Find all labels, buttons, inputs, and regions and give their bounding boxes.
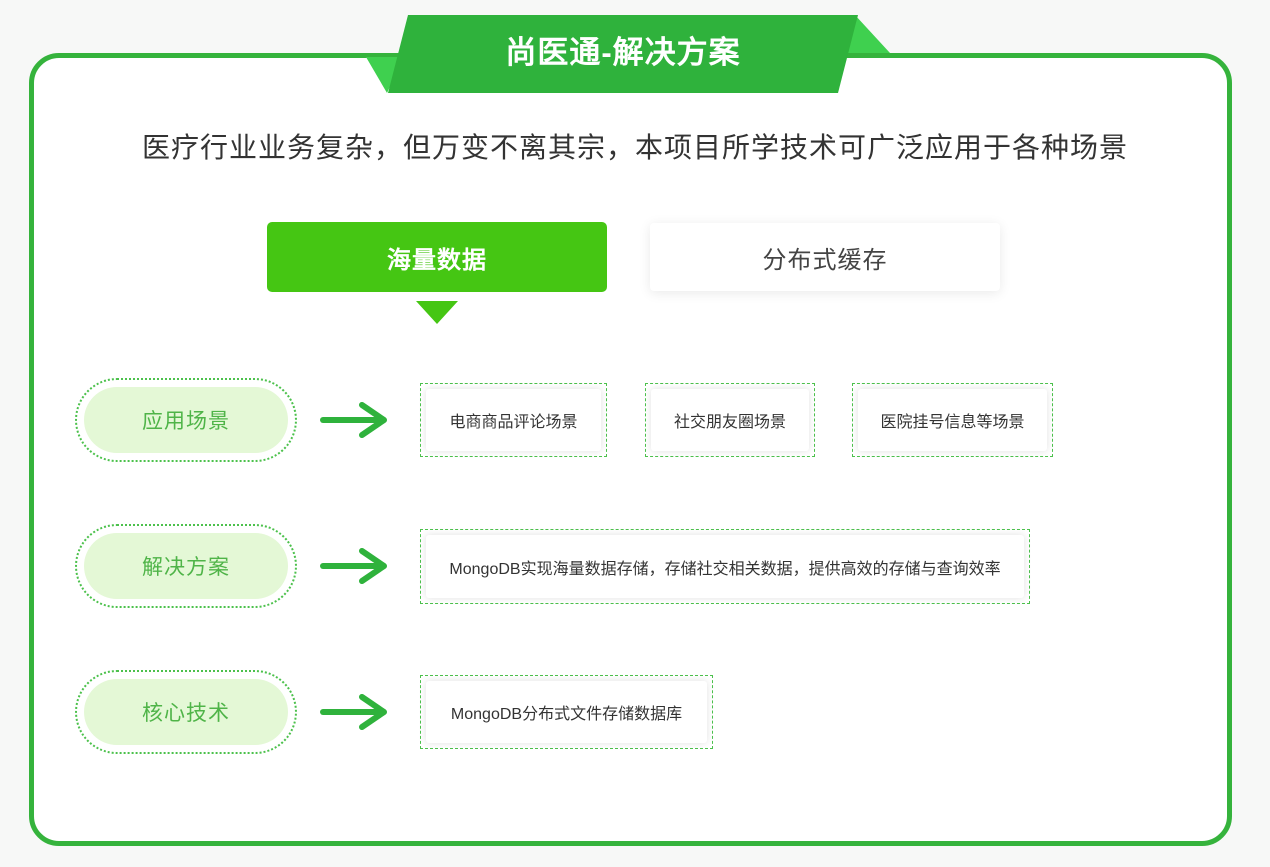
core-tech-box-mongodb: MongoDB分布式文件存储数据库 bbox=[420, 675, 713, 749]
scenario-box-label: 社交朋友圈场景 bbox=[651, 389, 809, 451]
pill-application-scenarios: 应用场景 bbox=[75, 378, 297, 462]
page-title: 尚医通-解决方案 bbox=[505, 34, 741, 70]
pill-core-technology: 核心技术 bbox=[75, 670, 297, 754]
tab-massive-data[interactable]: 海量数据 bbox=[267, 222, 607, 292]
pill-label: 应用场景 bbox=[84, 387, 288, 453]
intro-text: 医疗行业业务复杂，但万变不离其宗，本项目所学技术可广泛应用于各种场景 bbox=[141, 132, 1128, 163]
pill-label: 核心技术 bbox=[84, 679, 288, 745]
arrow-right-icon bbox=[320, 402, 387, 438]
solution-box-mongodb-storage: MongoDB实现海量数据存储，存储社交相关数据，提供高效的存储与查询效率 bbox=[420, 529, 1030, 604]
arrow-right-icon bbox=[320, 694, 387, 730]
solution-box-label: MongoDB实现海量数据存储，存储社交相关数据，提供高效的存储与查询效率 bbox=[426, 535, 1024, 598]
active-tab-pointer-icon bbox=[416, 301, 458, 324]
scenario-box-label: 医院挂号信息等场景 bbox=[858, 389, 1047, 451]
pill-label: 解决方案 bbox=[84, 533, 288, 599]
core-tech-box-label: MongoDB分布式文件存储数据库 bbox=[426, 681, 707, 743]
scenario-box-hospital: 医院挂号信息等场景 bbox=[852, 383, 1053, 457]
ribbon-banner: 尚医通-解决方案 bbox=[360, 10, 900, 100]
ribbon-shape bbox=[366, 15, 890, 93]
arrow-right-icon bbox=[320, 548, 387, 584]
pill-solution: 解决方案 bbox=[75, 524, 297, 608]
scenario-box-social: 社交朋友圈场景 bbox=[645, 383, 815, 457]
tab-distributed-cache[interactable]: 分布式缓存 bbox=[650, 223, 1000, 291]
scenario-box-label: 电商商品评论场景 bbox=[426, 389, 601, 451]
scenario-box-ecommerce: 电商商品评论场景 bbox=[420, 383, 607, 457]
